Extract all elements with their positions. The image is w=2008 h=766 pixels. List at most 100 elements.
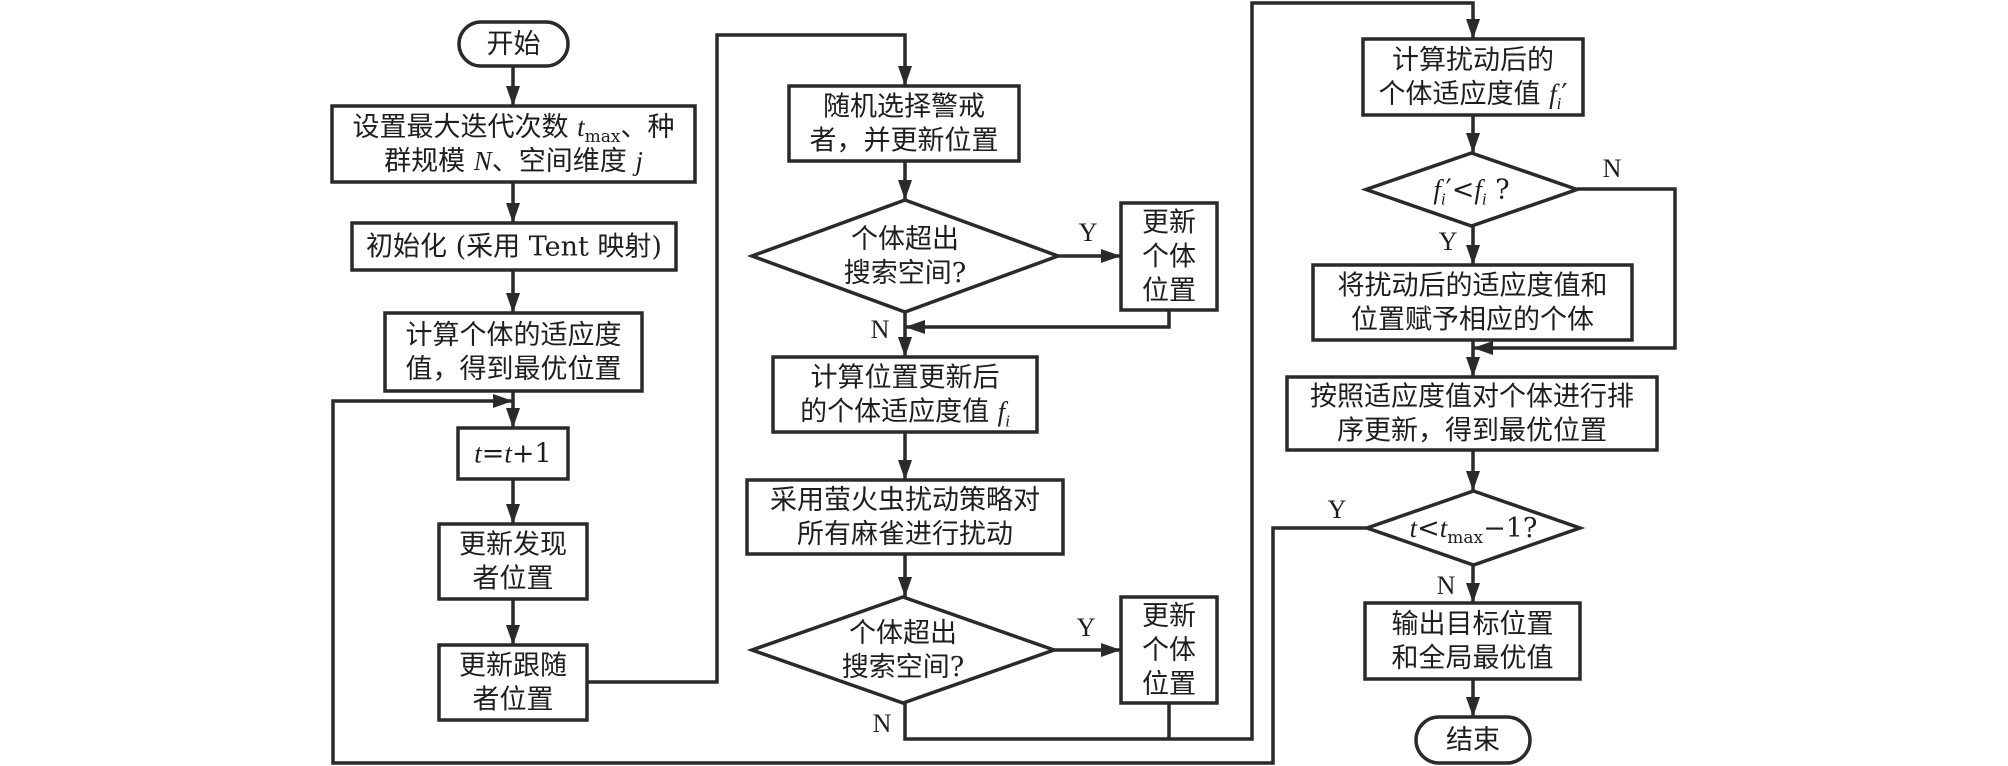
text-segment: 值，得到最优位置 (406, 354, 622, 385)
text-segment: max (1447, 528, 1483, 548)
text-segment: = (482, 439, 505, 470)
node-init: 初始化 (采用 Tent 映射) (350, 221, 678, 272)
text-segment: 位置 (1142, 669, 1196, 700)
text-segment: f (1549, 79, 1560, 109)
node-text-line: 更新发现 (459, 530, 567, 561)
arrowhead-icon (1473, 341, 1493, 355)
node-text-line: 所有麻雀进行扰动 (797, 519, 1013, 550)
text-segment: 计算位置更新后 (811, 363, 1000, 394)
arrowhead-icon (1466, 471, 1480, 491)
arrowhead-icon (506, 504, 520, 524)
edge-init-to-calc-fitness (506, 270, 520, 313)
text-segment: 初始化 (采用 Tent 映射) (366, 232, 662, 263)
text-segment: max (585, 127, 621, 147)
process-box (1119, 201, 1219, 312)
text-segment: ′ (1561, 79, 1567, 110)
text-segment: 随机选择警戒 (823, 92, 985, 123)
edge-calc-fitness-to-increment-t (506, 391, 520, 428)
connector-line (331, 399, 1367, 765)
node-text-line: 搜索空间? (844, 258, 966, 289)
text-segment: 采用萤火虫扰动策略对 (770, 485, 1040, 516)
node-text-line: t<tmax−1? (1410, 513, 1538, 548)
branch-label-no-iteration: N (1437, 571, 1456, 600)
node-text-line: 者位置 (473, 685, 554, 716)
arrowhead-icon (493, 394, 513, 408)
process-box (787, 84, 1021, 163)
edge-update-position-1-return (905, 310, 1171, 334)
branch-label-yes-2: Y (1077, 613, 1096, 642)
text-segment: 结束 (1446, 725, 1500, 756)
text-segment: 个体适应度值 (1379, 79, 1550, 110)
process-box (1363, 601, 1582, 681)
text-segment: 搜索空间? (842, 652, 964, 683)
edge-firefly-to-bound-check-2 (898, 554, 912, 597)
text-segment: 将扰动后的适应度值和 (1338, 271, 1608, 302)
process-box (771, 355, 1039, 434)
text-segment: 更新 (1142, 601, 1196, 632)
text-segment: 、种 (620, 112, 674, 143)
node-text-line: 输出目标位置 (1392, 609, 1554, 640)
process-box (1361, 37, 1585, 117)
text-segment: 设置最大迭代次数 (353, 112, 578, 143)
process-box (437, 643, 589, 722)
text-segment: 开始 (487, 29, 541, 60)
arrowhead-icon (1466, 245, 1480, 265)
text-segment: N (473, 146, 494, 176)
node-text-line: 搜索空间? (842, 652, 964, 683)
connector-line (587, 33, 907, 684)
text-segment: t (577, 112, 586, 142)
edge-bound-check-2-no (903, 1, 1480, 741)
terminal-shape (1414, 715, 1532, 765)
node-increment-t: t=t+1 (456, 426, 570, 481)
process-box (1119, 595, 1219, 705)
node-text-line: 将扰动后的适应度值和 (1338, 271, 1608, 302)
node-text-line: 群规模 N、空间维度 j (384, 146, 643, 177)
node-text-line: 个体 (1142, 242, 1196, 273)
edge-calc-perturbed-to-compare (1466, 115, 1480, 153)
connector-line (905, 310, 1171, 329)
node-text-line: 更新 (1142, 208, 1196, 239)
branch-label-yes-iteration: Y (1328, 495, 1347, 524)
process-box (350, 221, 678, 272)
text-segment: 的个体适应度值 (800, 397, 998, 428)
node-text-line: 者位置 (473, 564, 554, 595)
arrowhead-icon (898, 460, 912, 480)
arrowhead-icon (1466, 19, 1480, 39)
edge-sort-to-iteration-check (1466, 450, 1480, 491)
node-text-line: 个体 (1142, 635, 1196, 666)
text-segment: 计算扰动后的 (1392, 45, 1554, 76)
node-text-line: 计算扰动后的 (1392, 45, 1554, 76)
node-text-line: 更新 (1142, 601, 1196, 632)
node-text-line: 个体超出 (851, 224, 959, 255)
decision-diamond (746, 198, 1064, 314)
text-segment: 个体超出 (851, 224, 959, 255)
text-segment: 者位置 (473, 685, 554, 716)
text-segment: f (998, 397, 1009, 427)
node-text-line: 位置 (1142, 669, 1196, 700)
decision-diamond (746, 595, 1060, 705)
text-segment: i (1557, 94, 1562, 113)
arrowhead-icon (1466, 697, 1480, 717)
text-segment: 位置赋予相应的个体 (1351, 305, 1594, 336)
text-segment: 群规模 (384, 146, 474, 177)
text-segment: t (1440, 513, 1449, 543)
process-box (1285, 375, 1659, 452)
text-segment: i (1441, 190, 1446, 209)
edge-increment-t-to-update-discoverer (506, 479, 520, 524)
text-segment: 者，并更新位置 (810, 126, 999, 157)
node-text-line: 位置 (1142, 276, 1196, 307)
arrowhead-icon (1101, 249, 1121, 263)
arrowhead-icon (898, 337, 912, 357)
node-text-line: 者，并更新位置 (810, 126, 999, 157)
text-segment: 位置 (1142, 276, 1196, 307)
node-text-line: 结束 (1446, 725, 1500, 756)
